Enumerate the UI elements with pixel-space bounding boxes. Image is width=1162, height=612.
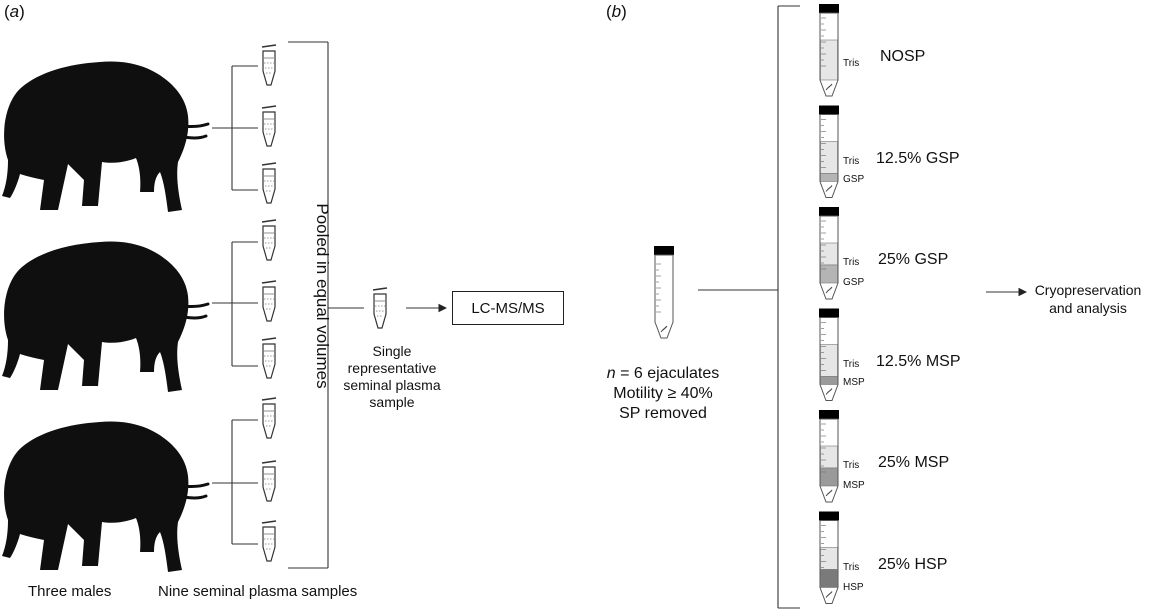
treatment-name: 25% MSP (878, 454, 950, 471)
tris-label: Tris (843, 257, 860, 268)
elephant-2-icon (2, 241, 189, 392)
ejaculate-tube-icon (653, 245, 675, 339)
panel-b-label: (b) (606, 2, 627, 21)
ejaculate-count: n = 6 ejaculates (606, 365, 720, 382)
motility-label: Motility ≥ 40% (613, 385, 713, 402)
tris-label: Tris (843, 561, 860, 573)
treatment-tube-3-icon (819, 207, 839, 300)
elephant-3-icon (2, 421, 189, 572)
elephant-1-icon (2, 61, 189, 212)
tris-label: Tris (843, 155, 860, 167)
treatment-name: 25% HSP (878, 555, 948, 573)
tris-label: Tris (843, 58, 860, 69)
lcms-box: LC-MS/MS (452, 291, 564, 325)
male-sample-brackets (212, 41, 364, 569)
plasma-label: MSP (843, 376, 865, 388)
treatment-name: NOSP (880, 48, 926, 65)
treatment-name: 25% GSP (878, 251, 949, 268)
sp-removed-label: SP removed (619, 405, 707, 422)
treatment-tube-4-icon (819, 308, 839, 401)
nine-samples-label: Nine seminal plasma samples (158, 583, 358, 600)
treatment-name: 12.5% GSP (876, 149, 960, 167)
treatment-bracket (698, 5, 800, 609)
three-males-label: Three males (28, 583, 112, 600)
tusks (158, 116, 210, 500)
tris-label: Tris (843, 358, 860, 370)
plasma-label: GSP (843, 277, 865, 288)
treatment-tubes (819, 4, 839, 604)
cryo-label: Cryopreservation and analysis (1034, 282, 1142, 316)
pooled-label: Pooled in equal volumes (313, 203, 332, 389)
treatment-name: 12.5% MSP (876, 352, 961, 370)
panel-a-label: (a) (4, 2, 25, 21)
representative-sample-tube-icon (372, 287, 388, 329)
treatment-tube-2-icon (819, 105, 839, 198)
treatment-tube-6-icon (819, 511, 839, 604)
seminal-plasma-tubes (261, 44, 277, 562)
treatment-tube-5-icon (819, 410, 839, 503)
treatment-tube-1-icon (819, 4, 839, 97)
ejaculate-description: n = 6 ejaculates Motility ≥ 40% SP remov… (588, 364, 738, 424)
plasma-label: GSP (843, 173, 865, 185)
plasma-label: HSP (843, 581, 864, 593)
single-sample-label: Single representative seminal plasma sam… (343, 343, 441, 410)
tris-label: Tris (843, 460, 860, 471)
lcms-label: LC-MS/MS (471, 299, 545, 317)
plasma-label: MSP (843, 480, 865, 491)
